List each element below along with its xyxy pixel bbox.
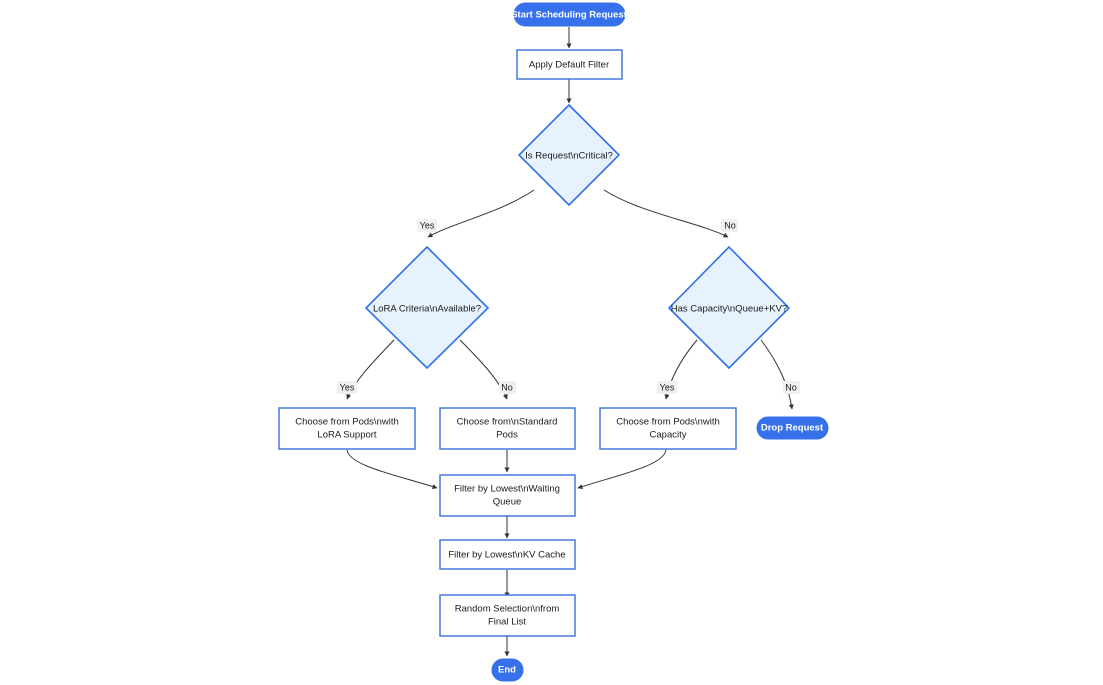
node-end-shape[interactable] <box>491 658 524 682</box>
node-drop-request-label: Drop Request <box>761 423 824 434</box>
edge-label-bg-capacity-yes <box>657 381 677 394</box>
node-apply-default-filter-shape[interactable] <box>516 49 623 80</box>
node-filter-lowest-kv-cache-shape[interactable] <box>439 539 576 570</box>
node-choose-pods-lora-support-label-line1: Choose from Pods\nwith <box>295 417 399 428</box>
edge-is-request-critical-to-has-capacity <box>603 189 729 238</box>
edge-layer <box>346 27 794 657</box>
edge-label-capacity-yes: Yes <box>660 382 675 392</box>
edge-is-request-critical-to-lora-criteria <box>427 189 535 238</box>
node-random-selection-final-list-shape[interactable] <box>439 594 576 637</box>
node-start[interactable]: Start Scheduling Request <box>511 2 628 27</box>
edge-choose-capacity-to-filter-waiting-queue <box>577 449 667 489</box>
edge-label-capacity-no: No <box>785 382 797 392</box>
edge-label-critical-yes: Yes <box>420 220 435 230</box>
node-choose-pods-lora-support-label-line2: LoRA Support <box>317 430 377 441</box>
node-random-selection-final-list-label-line1: Random Selection\nfrom <box>455 604 560 615</box>
node-lora-criteria-available-shape[interactable] <box>364 245 490 370</box>
node-lora-criteria-available[interactable]: LoRA Criteria\nAvailable? <box>364 245 490 370</box>
node-choose-standard-pods-label-line2: Pods <box>496 430 518 441</box>
edge-label-bg-lora-yes <box>337 381 357 394</box>
node-start-shape[interactable] <box>513 2 626 27</box>
edge-choose-pods-lora-to-filter-waiting-queue <box>346 449 438 489</box>
node-filter-lowest-waiting-queue-shape[interactable] <box>439 474 576 517</box>
node-choose-pods-lora-support-shape[interactable] <box>278 407 416 450</box>
node-choose-pods-with-capacity-label-line2: Capacity <box>650 430 687 441</box>
edge-label-bg-critical-no <box>721 219 738 232</box>
node-is-request-critical-shape[interactable] <box>517 103 621 207</box>
node-apply-default-filter-label: Apply Default Filter <box>529 60 609 71</box>
node-lora-criteria-available-label: LoRA Criteria\nAvailable? <box>373 304 481 315</box>
edge-label-bg-lora-no <box>499 381 516 394</box>
node-end[interactable]: End <box>491 658 524 682</box>
node-filter-lowest-waiting-queue[interactable]: Filter by Lowest\nWaiting Queue <box>439 474 576 517</box>
node-choose-pods-with-capacity-shape[interactable] <box>599 407 737 450</box>
node-end-label: End <box>498 665 516 676</box>
edge-label-bg-critical-yes <box>417 219 437 232</box>
edge-label-lora-no: No <box>501 382 513 392</box>
node-has-capacity-queue-kv-label: Has Capacity\nQueue+KV? <box>671 304 787 315</box>
node-choose-pods-with-capacity-label-line1: Choose from Pods\nwith <box>616 417 720 428</box>
node-filter-lowest-waiting-queue-label-line1: Filter by Lowest\nWaiting <box>454 484 560 495</box>
node-choose-standard-pods-shape[interactable] <box>439 407 576 450</box>
node-has-capacity-queue-kv-shape[interactable] <box>667 245 791 370</box>
edge-label-lora-yes: Yes <box>340 382 355 392</box>
node-is-request-critical-label: Is Request\nCritical? <box>525 151 613 162</box>
edge-label-critical-no: No <box>724 220 736 230</box>
edge-label-bg-capacity-no <box>783 381 800 394</box>
node-is-request-critical[interactable]: Is Request\nCritical? <box>517 103 621 207</box>
node-filter-lowest-kv-cache-label: Filter by Lowest\nKV Cache <box>448 550 565 561</box>
node-has-capacity-queue-kv[interactable]: Has Capacity\nQueue+KV? <box>667 245 791 370</box>
node-filter-lowest-kv-cache[interactable]: Filter by Lowest\nKV Cache <box>439 539 576 570</box>
node-choose-standard-pods-label-line1: Choose from\nStandard <box>457 417 558 428</box>
edge-label-layer: Yes No Yes No Yes No <box>337 219 800 394</box>
node-drop-request-shape[interactable] <box>756 416 829 440</box>
node-choose-pods-lora-support[interactable]: Choose from Pods\nwith LoRA Support <box>278 407 416 450</box>
node-random-selection-final-list[interactable]: Random Selection\nfrom Final List <box>439 594 576 637</box>
node-layer: Start Scheduling Request Apply Default F… <box>278 2 829 682</box>
node-choose-pods-with-capacity[interactable]: Choose from Pods\nwith Capacity <box>599 407 737 450</box>
node-start-label: Start Scheduling Request <box>511 10 627 21</box>
node-apply-default-filter[interactable]: Apply Default Filter <box>516 49 623 80</box>
node-filter-lowest-waiting-queue-label-line2: Queue <box>493 497 522 508</box>
node-random-selection-final-list-label-line2: Final List <box>488 617 526 628</box>
edge-has-capacity-to-drop-request <box>760 339 794 410</box>
node-choose-standard-pods[interactable]: Choose from\nStandard Pods <box>439 407 576 450</box>
node-drop-request[interactable]: Drop Request <box>756 416 829 440</box>
